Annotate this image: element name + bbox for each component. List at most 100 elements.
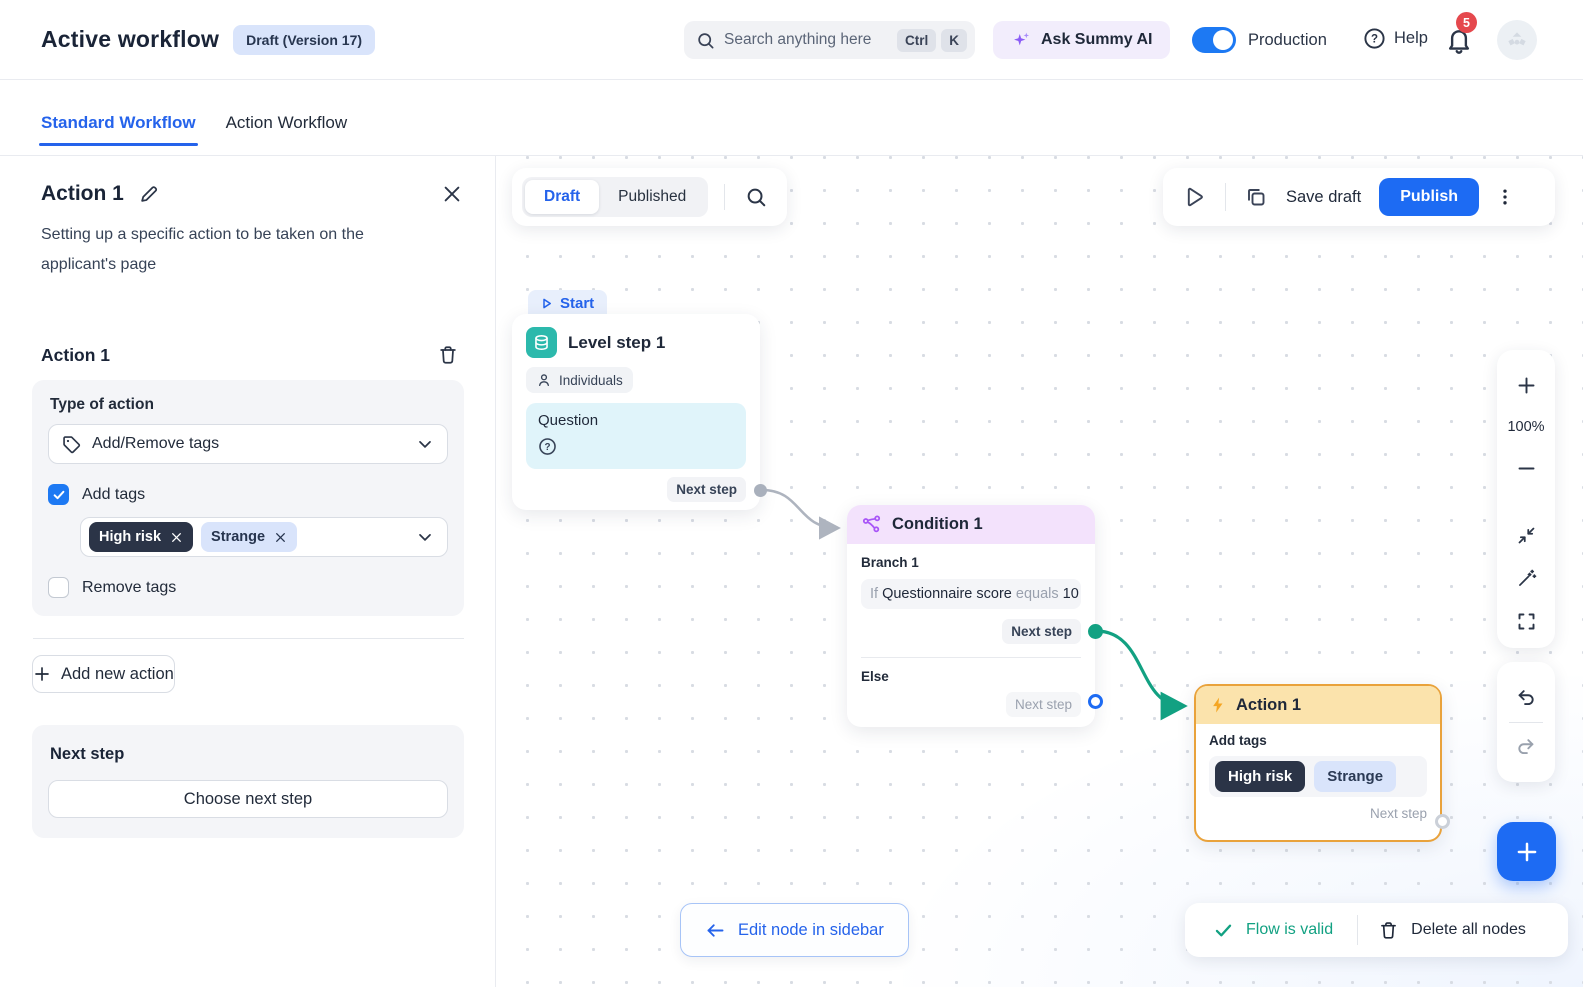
condition-title: Condition 1 <box>892 515 983 533</box>
zoom-in-icon[interactable] <box>1512 371 1541 400</box>
add-tags-checkbox[interactable] <box>48 484 69 505</box>
fit-view-icon[interactable] <box>1512 521 1541 550</box>
close-icon[interactable] <box>441 183 463 205</box>
search-icon <box>696 31 715 50</box>
svg-text:?: ? <box>1371 34 1378 46</box>
choose-next-step-label: Choose next step <box>183 789 313 808</box>
rule-prefix: If <box>870 586 879 602</box>
more-options-kebab-icon[interactable] <box>1491 183 1519 211</box>
delete-all-nodes-label: Delete all nodes <box>1411 921 1526 938</box>
tag-chip-strange: Strange <box>201 522 298 552</box>
action-config-panel: Type of action Add/Remove tags Add tags … <box>32 380 464 616</box>
segment-draft[interactable]: Draft <box>525 180 600 214</box>
help-circle-icon: ? <box>1363 27 1386 50</box>
remove-tag-icon[interactable] <box>274 531 287 544</box>
type-of-action-select[interactable]: Add/Remove tags <box>48 424 448 464</box>
remove-tags-checkbox[interactable] <box>48 577 69 598</box>
segment-published[interactable]: Published <box>618 188 687 205</box>
tab-action-workflow[interactable]: Action Workflow <box>226 113 348 133</box>
action-tags-row: High risk Strange <box>1209 756 1427 797</box>
branch-next-step-port-label[interactable]: Next step <box>1002 619 1081 644</box>
edge-level-to-condition <box>761 488 841 540</box>
top-header: Active workflow Draft (Version 17) Searc… <box>0 0 1583 80</box>
publish-button[interactable]: Publish <box>1379 178 1479 216</box>
notification-count-badge: 5 <box>1456 12 1477 33</box>
plus-icon <box>1517 842 1536 861</box>
avatar-glyph-icon <box>1504 27 1530 53</box>
else-next-step-port-label[interactable]: Next step <box>1005 692 1081 717</box>
global-search-input[interactable]: Search anything here Ctrl K <box>684 21 975 59</box>
next-step-port-label[interactable]: Next step <box>667 477 746 502</box>
fullscreen-icon[interactable] <box>1512 607 1541 636</box>
tab-standard-workflow[interactable]: Standard Workflow <box>39 113 198 146</box>
canvas-search-button[interactable] <box>741 182 771 212</box>
notifications-button[interactable]: 5 <box>1444 12 1477 57</box>
page-title: Active workflow <box>41 26 220 52</box>
help-menu[interactable]: ? Help <box>1355 27 1428 50</box>
workflow-canvas[interactable]: Draft Published Save draft Publish <box>497 156 1583 987</box>
person-icon <box>539 374 549 386</box>
draft-published-toolbar: Draft Published <box>512 168 788 226</box>
ask-summy-ai-button[interactable]: Ask Summy AI <box>993 21 1171 59</box>
production-toggle-label: Production <box>1248 30 1327 49</box>
add-node-button[interactable] <box>1497 822 1556 881</box>
type-of-action-label: Type of action <box>50 396 154 413</box>
duplicate-icon[interactable] <box>1240 181 1272 213</box>
question-block[interactable]: Question ? <box>526 403 746 469</box>
condition-rule-chip[interactable]: If Questionnaire score equals 10 <box>861 579 1081 609</box>
tags-multiselect[interactable]: High risk Strange <box>80 517 448 557</box>
zoom-out-icon[interactable] <box>1512 454 1541 483</box>
redo-icon[interactable] <box>1511 732 1541 762</box>
edit-title-pencil-icon[interactable] <box>138 183 160 205</box>
choose-next-step-button[interactable]: Choose next step <box>48 780 448 818</box>
tag-chip-high-risk: High risk <box>89 522 194 552</box>
start-label: Start <box>560 295 595 312</box>
action-output-port[interactable] <box>1435 814 1450 829</box>
version-badge: Draft (Version 17) <box>233 24 376 55</box>
publish-toolbar: Save draft Publish <box>1163 168 1555 226</box>
search-placeholder: Search anything here <box>724 31 872 48</box>
action-next-step-port-label[interactable]: Next step <box>1369 806 1427 821</box>
node-condition-1[interactable]: Condition 1 Branch 1 If Questionnaire sc… <box>847 505 1095 727</box>
edge-condition-to-action <box>1095 629 1188 721</box>
delete-action-trash-icon[interactable] <box>437 344 459 366</box>
k-key-badge: K <box>941 28 967 52</box>
else-output-port[interactable] <box>1088 694 1103 709</box>
database-icon <box>526 327 557 358</box>
remove-tags-checkbox-row[interactable]: Remove tags <box>48 577 448 598</box>
edit-node-label: Edit node in sidebar <box>738 920 884 939</box>
edit-node-in-sidebar-button[interactable]: Edit node in sidebar <box>680 903 909 957</box>
save-draft-button[interactable]: Save draft <box>1286 187 1362 206</box>
add-new-action-button[interactable]: Add new action <box>32 655 175 693</box>
audience-chip: Individuals <box>526 367 633 393</box>
sidebar-description: Setting up a specific action to be taken… <box>41 226 364 273</box>
action-section-title: Action 1 <box>41 344 111 365</box>
condition-divider <box>861 657 1081 658</box>
plus-icon <box>33 665 61 683</box>
branch-output-port[interactable] <box>1088 624 1103 639</box>
node-action-1[interactable]: Action 1 Add tags High risk Strange Next… <box>1194 684 1442 842</box>
add-tags-checkbox-row[interactable]: Add tags <box>48 484 448 505</box>
flow-valid-label: Flow is valid <box>1246 921 1334 938</box>
action-node-title: Action 1 <box>1236 695 1302 714</box>
remove-tag-icon[interactable] <box>170 531 183 544</box>
sidebar-divider <box>33 638 464 639</box>
action-tag-strange: Strange <box>1314 761 1397 792</box>
run-workflow-button[interactable] <box>1179 181 1211 213</box>
avatar[interactable] <box>1497 20 1537 60</box>
production-toggle[interactable] <box>1192 27 1236 53</box>
environment-toggle-group: Production <box>1192 27 1327 53</box>
action-header: Action 1 <box>1196 686 1440 724</box>
lightning-icon <box>1213 697 1223 713</box>
level-step-output-port[interactable] <box>754 484 767 497</box>
rule-operator: equals <box>1015 586 1059 602</box>
tab-action-workflow-label: Action Workflow <box>225 113 348 132</box>
node-level-step-1[interactable]: Level step 1 Individuals Question ? Next… <box>512 314 760 510</box>
undo-icon[interactable] <box>1511 683 1541 713</box>
toolbar-divider <box>1225 183 1226 211</box>
delete-all-nodes-button[interactable]: Delete all nodes <box>1358 920 1546 941</box>
zoom-level-value[interactable]: 100% <box>1507 419 1545 435</box>
auto-layout-wand-icon[interactable] <box>1512 564 1541 593</box>
audience-label: Individuals <box>559 372 623 388</box>
